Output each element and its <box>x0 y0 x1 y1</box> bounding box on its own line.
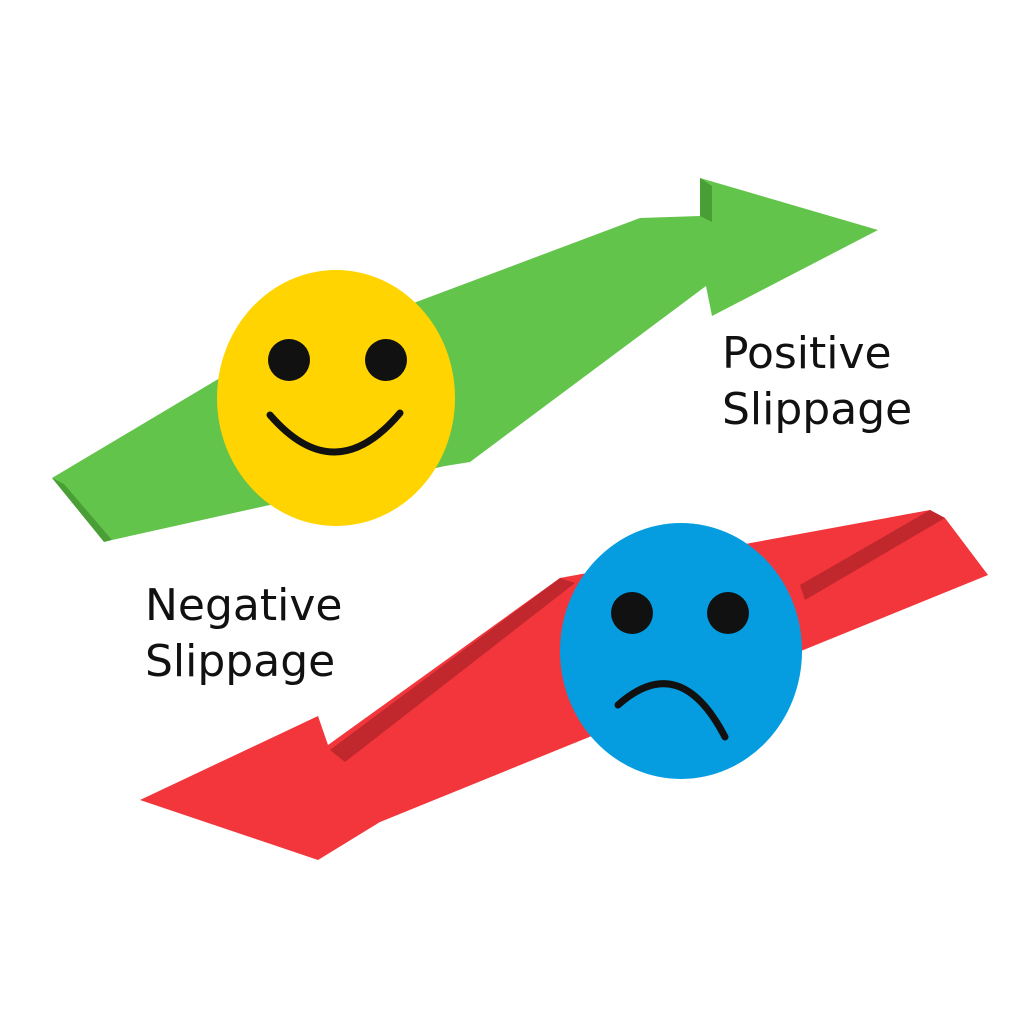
negative-label-line1: Negative <box>145 580 343 631</box>
smiley-face-icon <box>217 270 455 526</box>
negative-label-line2: Slippage <box>145 636 336 687</box>
positive-label-line2: Slippage <box>722 384 913 435</box>
negative-slippage-label: Negative Slippage <box>145 578 342 690</box>
positive-label-line1: Positive <box>722 328 892 379</box>
positive-slippage-label: Positive Slippage <box>722 326 912 438</box>
sad-face-icon <box>560 523 802 779</box>
